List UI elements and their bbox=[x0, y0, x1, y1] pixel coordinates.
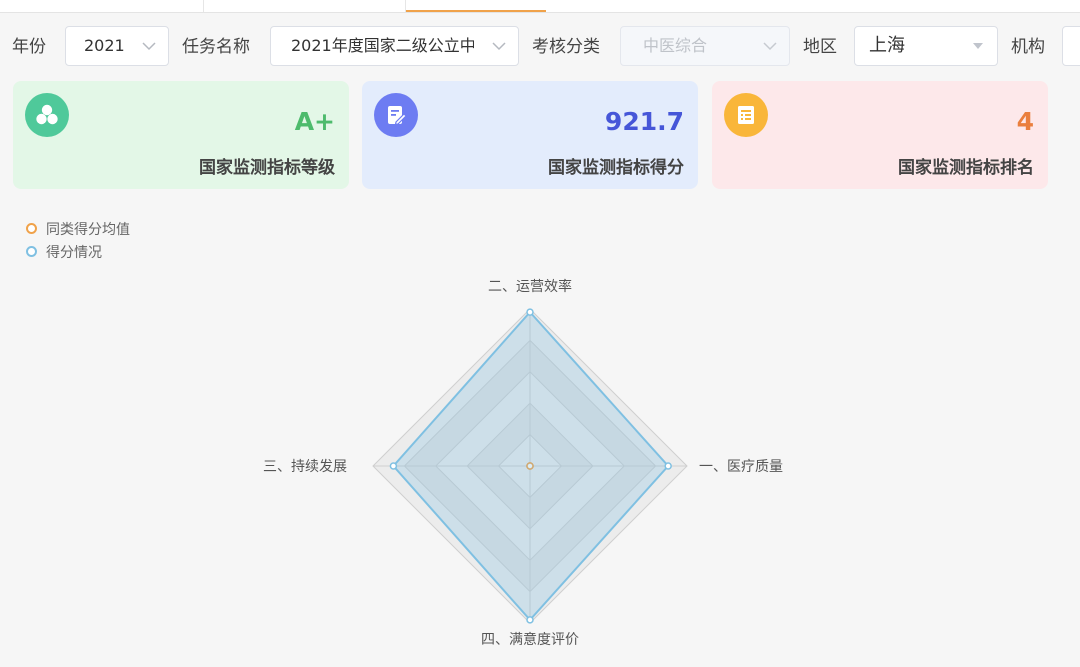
grade-card: A+ 国家监测指标等级 bbox=[13, 81, 349, 189]
legend-marker-average bbox=[26, 223, 37, 234]
radar-indicator-label-2: 四、满意度评价 bbox=[481, 631, 579, 648]
year-select[interactable]: 2021 bbox=[65, 26, 169, 66]
chart-legend: 同类得分均值 得分情况 bbox=[26, 220, 130, 266]
radar-indicator-label-1: 一、医疗质量 bbox=[699, 459, 783, 475]
score-card: 921.7 国家监测指标得分 bbox=[362, 81, 698, 189]
chevron-down-icon bbox=[492, 27, 506, 65]
radar-indicator-label-3: 三、持续发展 bbox=[263, 458, 347, 475]
year-label: 年份 bbox=[12, 37, 46, 57]
cluster-icon bbox=[25, 93, 69, 137]
rank-value: 4 bbox=[1016, 107, 1034, 136]
region-select[interactable]: 上海 bbox=[854, 26, 998, 66]
legend-item-score[interactable]: 得分情况 bbox=[26, 243, 130, 266]
task-label: 任务名称 bbox=[182, 37, 250, 57]
region-select-value: 上海 bbox=[869, 35, 905, 56]
radar-point-1-0 bbox=[526, 308, 534, 316]
category-select[interactable]: 中医综合 bbox=[620, 26, 790, 66]
score-value: 921.7 bbox=[604, 107, 684, 136]
legend-label-score: 得分情况 bbox=[46, 245, 102, 261]
caret-down-icon bbox=[973, 43, 983, 49]
category-label: 考核分类 bbox=[532, 37, 600, 57]
rank-card: 4 国家监测指标排名 bbox=[712, 81, 1048, 189]
filter-bar: 年份 2021 任务名称 2021年度国家二级公立中 考核分类 中医综合 地区 … bbox=[0, 26, 1080, 68]
radar-series-area-1 bbox=[392, 310, 670, 622]
org-select[interactable] bbox=[1062, 26, 1080, 66]
year-select-value: 2021 bbox=[84, 36, 124, 55]
edit-document-icon bbox=[374, 93, 418, 137]
radar-point-1-1 bbox=[664, 462, 672, 470]
radar-point-1-2 bbox=[526, 616, 534, 624]
tab-bar bbox=[0, 0, 1080, 13]
chevron-down-icon bbox=[142, 27, 156, 65]
tab-active[interactable] bbox=[406, 0, 546, 12]
org-label: 机构 bbox=[1011, 37, 1045, 57]
score-label: 国家监测指标得分 bbox=[548, 158, 684, 178]
legend-item-average[interactable]: 同类得分均值 bbox=[26, 220, 130, 243]
tab-1[interactable] bbox=[0, 0, 204, 12]
tab-2[interactable] bbox=[204, 0, 406, 12]
rank-label: 国家监测指标排名 bbox=[898, 158, 1034, 178]
task-select[interactable]: 2021年度国家二级公立中 bbox=[270, 26, 519, 66]
radar-point-1-3 bbox=[389, 462, 398, 470]
radar-indicator-label-0: 二、运营效率 bbox=[488, 278, 572, 295]
legend-marker-score bbox=[26, 246, 37, 257]
grade-label: 国家监测指标等级 bbox=[199, 158, 335, 178]
category-select-value: 中医综合 bbox=[643, 36, 708, 55]
radar-point-0-3 bbox=[526, 462, 534, 470]
grade-value: A+ bbox=[294, 107, 335, 136]
legend-label-average: 同类得分均值 bbox=[46, 222, 130, 238]
chevron-down-icon bbox=[763, 27, 777, 65]
task-select-value: 2021年度国家二级公立中 bbox=[291, 36, 474, 55]
receipt-icon bbox=[724, 93, 768, 137]
region-label: 地区 bbox=[803, 37, 837, 57]
